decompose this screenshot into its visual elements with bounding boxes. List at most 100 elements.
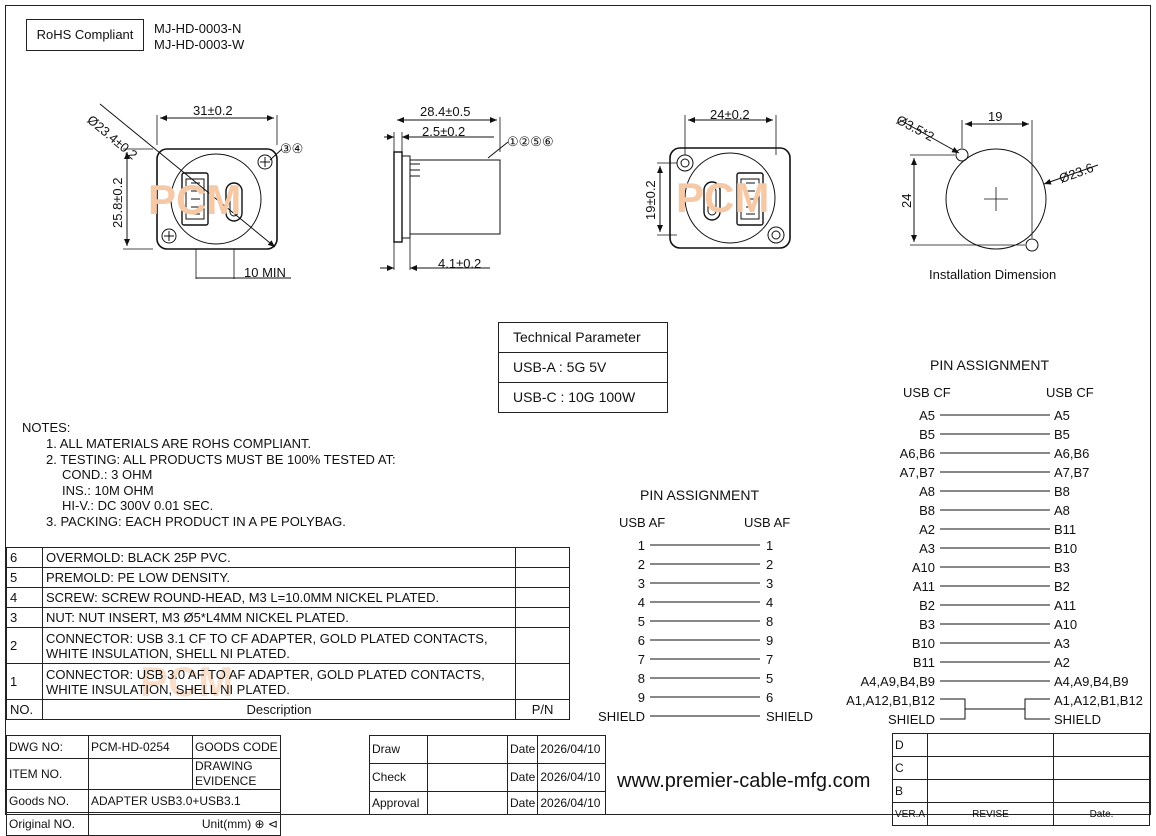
pin-label: A4,A9,B4,B9 xyxy=(860,674,935,689)
note-2-ins: INS.: 10M OHM xyxy=(62,483,154,498)
tech-usb-a: USB-A : 5G 5V xyxy=(499,353,667,383)
pin-label: A10 xyxy=(911,560,935,575)
pin-label: B2 xyxy=(919,598,935,613)
rev-letter: C xyxy=(891,756,929,780)
pin-af-right-header: USB AF xyxy=(744,515,791,530)
pin-label: SHIELD xyxy=(766,709,813,724)
pin-label: A3 xyxy=(919,541,935,556)
pin-cf-right-header: USB CF xyxy=(1046,385,1094,400)
part-desc: CONNECTOR: USB 3.0 AF TO AF ADAPTER, GOL… xyxy=(41,663,517,700)
note-2: 2. TESTING: ALL PRODUCTS MUST BE 100% TE… xyxy=(46,452,396,467)
item-label: ITEM NO. xyxy=(6,758,89,790)
front-view-af xyxy=(99,103,291,279)
pin-label: 4 xyxy=(766,595,774,610)
tech-title: Technical Parameter xyxy=(499,323,667,353)
pin-label: B11 xyxy=(912,655,935,670)
part-pn xyxy=(515,587,570,608)
dim-height-25-8: 25.8±0.2 xyxy=(110,177,125,228)
pin-label: A4,A9,B4,B9 xyxy=(1054,674,1129,689)
pin-label: 7 xyxy=(637,652,645,667)
pin-label: B8 xyxy=(919,503,935,518)
pin-label: B8 xyxy=(1054,484,1070,499)
pin-cf-title: PIN ASSIGNMENT xyxy=(930,357,1050,373)
check-value xyxy=(427,763,508,792)
pin-label: 6 xyxy=(766,690,774,705)
part-number-n: MJ-HD-0003-N xyxy=(154,21,242,36)
pin-label: A8 xyxy=(1054,503,1070,518)
note-2-cond: COND.: 3 OHM xyxy=(62,467,153,482)
pin-label: 5 xyxy=(637,614,645,629)
dwg-label: DWG NO: xyxy=(6,735,89,759)
dim-flange-2-5: 2.5±0.2 xyxy=(422,124,466,139)
pin-label: A1,A12,B1,B12 xyxy=(846,693,935,708)
dim-width-31: 31±0.2 xyxy=(193,103,233,118)
pin-label: A11 xyxy=(1054,598,1077,613)
note-2-hiv: HI-V.: DC 300V 0.01 SEC. xyxy=(62,498,214,513)
pin-af-title: PIN ASSIGNMENT xyxy=(640,487,760,503)
pin-label: 7 xyxy=(766,652,774,667)
pin-label: 2 xyxy=(637,557,645,572)
tech-usb-c: USB-C : 10G 100W xyxy=(513,389,636,405)
draw-date: 2026/04/10 xyxy=(537,735,607,764)
ver-label: VER.A xyxy=(891,802,929,826)
pin-label: SHIELD xyxy=(888,712,935,727)
pin-label: A7,B7 xyxy=(899,465,935,480)
original-label: Original NO. xyxy=(6,812,89,836)
part-pn xyxy=(515,663,570,700)
pin-label: A2 xyxy=(1054,655,1070,670)
pin-label: A2 xyxy=(919,522,935,537)
part-desc: SCREW: SCREW ROUND-HEAD, M3 L=10.0MM NIC… xyxy=(41,587,517,608)
draw-label: Draw xyxy=(369,735,428,764)
pin-af-left-header: USB AF xyxy=(619,515,666,530)
pin-label: A11 xyxy=(912,579,935,594)
pin-label: 5 xyxy=(766,671,774,686)
pin-cf-lines xyxy=(940,414,1050,720)
pin-label: B5 xyxy=(1054,427,1070,442)
dwg-number: PCM-HD-0254 xyxy=(88,735,193,759)
date-label: Date xyxy=(506,763,539,792)
header-pn: P/N xyxy=(515,699,570,720)
drawing-evidence: DRAWING EVIDENCE xyxy=(192,758,281,790)
check-date: 2026/04/10 xyxy=(537,763,607,792)
pin-label: 2 xyxy=(766,557,774,572)
dim-length-28-4: 28.4±0.5 xyxy=(420,104,471,119)
pin-label: A7,B7 xyxy=(1054,465,1090,480)
part-desc: OVERMOLD: BLACK 25P PVC. xyxy=(41,547,517,568)
part-desc: CONNECTOR: USB 3.1 CF TO CF ADAPTER, GOL… xyxy=(41,627,517,664)
pin-label: A5 xyxy=(919,408,935,423)
date-col-label: Date. xyxy=(1053,802,1151,826)
part-no: 2 xyxy=(6,627,43,664)
website-text: www.premier-cable-mfg.com xyxy=(617,770,871,792)
projection-icon: ⊕ ⊲ xyxy=(254,816,278,831)
installation-caption: Installation Dimension xyxy=(929,267,1057,282)
pin-label: 4 xyxy=(637,595,645,610)
date-label: Date xyxy=(506,735,539,764)
part-no: 4 xyxy=(6,587,43,608)
front-view-cf xyxy=(657,115,791,249)
part-desc: NUT: NUT INSERT, M3 Ø5*L4MM NICKEL PLATE… xyxy=(41,607,517,628)
part-pn xyxy=(515,627,570,664)
rev-letter: B xyxy=(891,779,929,803)
pin-label: 1 xyxy=(766,538,774,553)
dim-width-24: 24±0.2 xyxy=(710,107,750,122)
pin-label: A8 xyxy=(919,484,935,499)
note-3: 3. PACKING: EACH PRODUCT IN A PE POLYBAG… xyxy=(46,514,346,529)
approval-date: 2026/04/10 xyxy=(537,791,607,815)
item-number xyxy=(88,758,193,790)
dim-depth-4-1: 4.1±0.2 xyxy=(438,256,482,271)
pin-cf-left-header: USB CF xyxy=(903,385,951,400)
pin-label: 9 xyxy=(766,633,774,648)
pin-label: 9 xyxy=(637,690,645,705)
pin-label: 6 xyxy=(637,633,645,648)
side-view xyxy=(380,117,509,271)
